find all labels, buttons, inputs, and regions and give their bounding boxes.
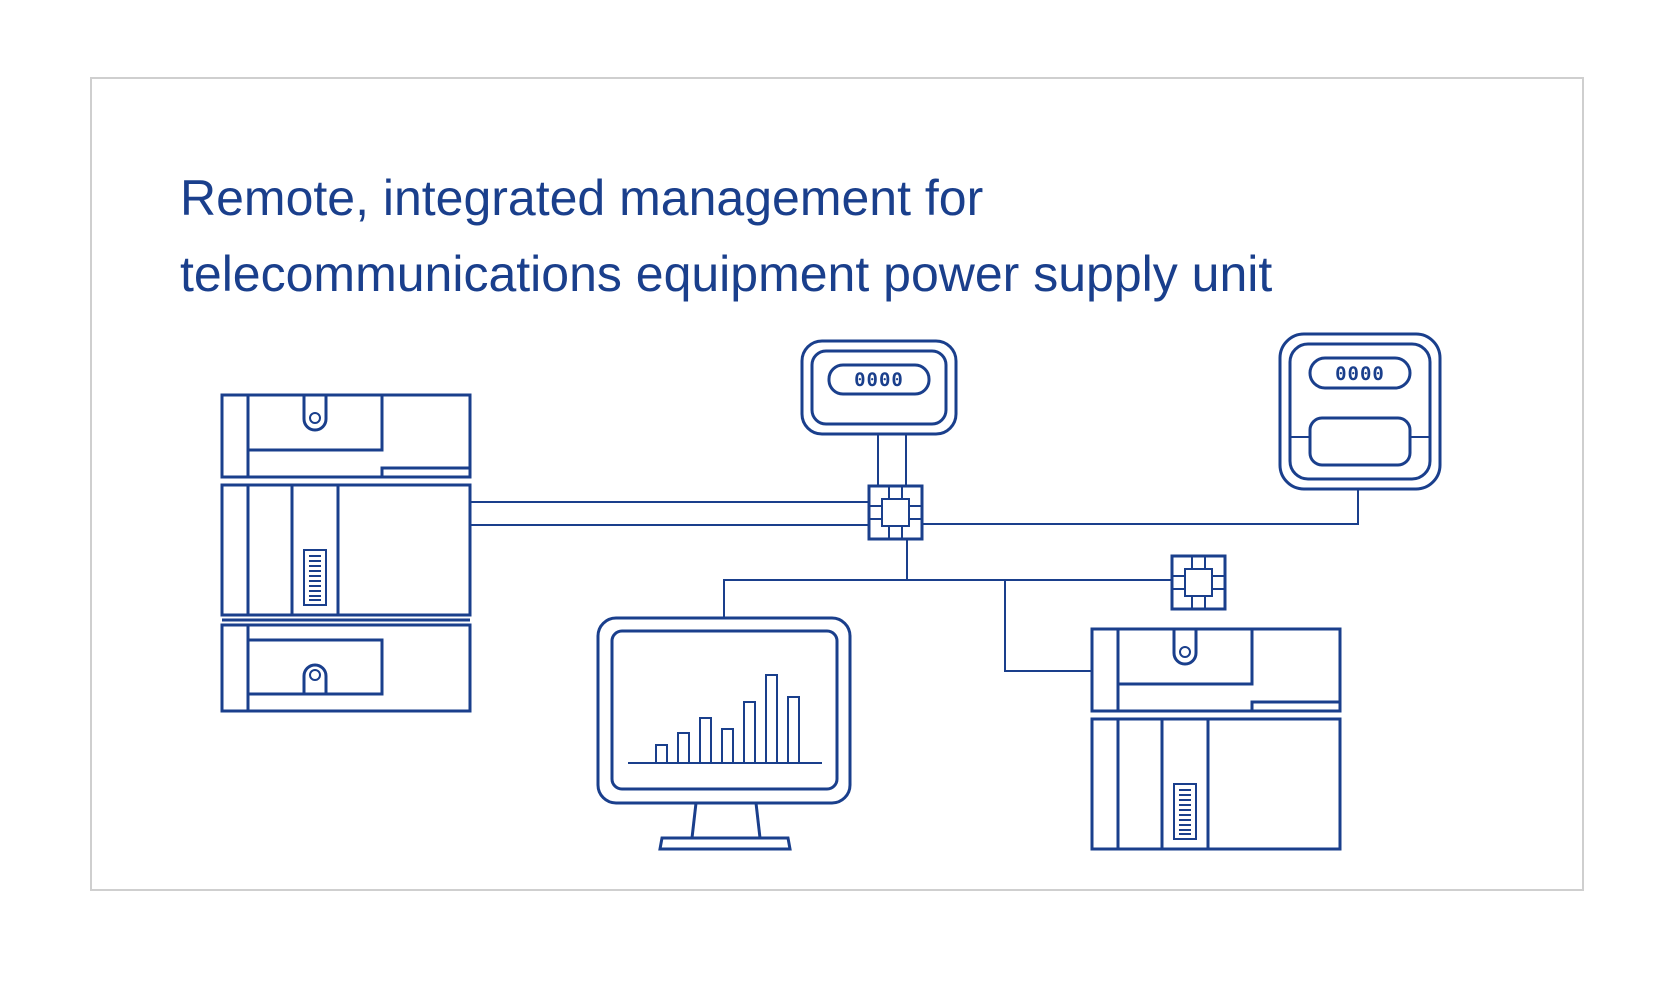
- power-supply-rack-right: [1090, 627, 1342, 851]
- diagram-frame: [90, 77, 1584, 891]
- energy-meter-right: 0000: [1278, 332, 1442, 491]
- monitoring-display: [596, 616, 852, 851]
- chart-bar: [699, 717, 712, 764]
- connection-lines: [470, 433, 1359, 672]
- diagram-title: Remote, integrated management for teleco…: [180, 160, 1480, 312]
- title-line-1: Remote, integrated management for: [180, 170, 984, 226]
- meter-display-top: 0000: [854, 369, 904, 391]
- energy-meter-top: 0000: [800, 339, 958, 436]
- chart-bar: [787, 696, 800, 764]
- hub-node-main: [867, 484, 924, 541]
- hub-node-secondary: [1170, 554, 1227, 611]
- chart-bar: [765, 674, 778, 764]
- chart-bar: [655, 744, 668, 764]
- chart-bar: [677, 732, 690, 764]
- meter-display-right: 0000: [1335, 363, 1385, 385]
- power-supply-rack-left: [220, 393, 472, 713]
- chart-bar: [721, 728, 734, 764]
- chart-bars: [655, 674, 800, 764]
- title-line-2: telecommunications equipment power suppl…: [180, 246, 1273, 302]
- chart-bar: [743, 701, 756, 764]
